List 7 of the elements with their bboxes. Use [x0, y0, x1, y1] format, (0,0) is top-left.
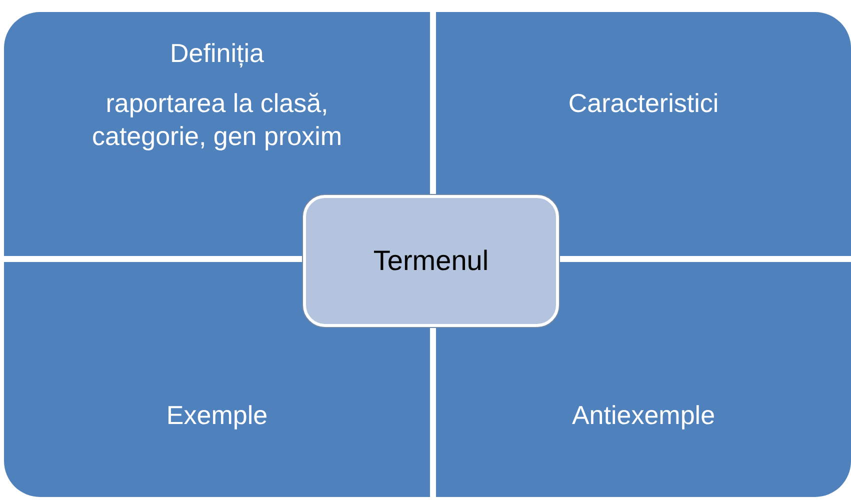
term-label: Termenul	[373, 245, 489, 277]
quadrant-heading: Definiția	[170, 38, 264, 70]
center-box	[303, 195, 559, 327]
quadrant-text: raportarea la clasă, categorie, gen proxim	[90, 87, 344, 152]
quadrant-heading: Exemple	[166, 400, 268, 431]
quadrant-heading: Antiexemple	[572, 400, 716, 431]
quadrant-heading: Caracteristici	[568, 88, 719, 120]
